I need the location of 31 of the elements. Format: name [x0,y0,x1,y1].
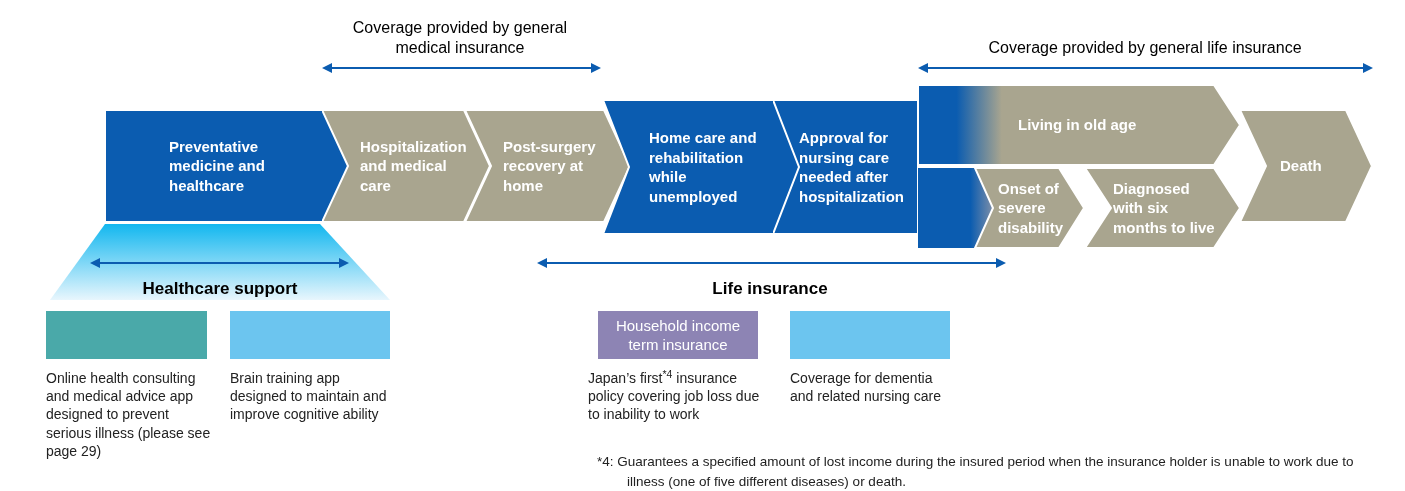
chevron-step [105,110,350,222]
step-label: Living in old age [1018,115,1138,135]
step-label: Home care and rehabilitation while unemployed [649,128,758,206]
description: Coverage for dementia and related nursing care [790,369,942,406]
chevron-step [918,85,1240,165]
product-box [230,311,390,359]
step-label: Preventative medicine and healthcare [169,136,266,196]
step-label: Approval for nursing care needed after hospitalization [799,128,905,206]
coverage-label: Coverage provided by general life insurance [987,38,1303,58]
step-label: Death [1280,156,1323,176]
product-box [46,311,207,359]
coverage-label: Coverage provided by general medical insurance [351,18,569,58]
section-heading: Healthcare support [141,278,299,300]
description: Brain training app designed to maintain and improve cognitive ability [230,369,388,424]
footnote: *4: Guarantees a specified amount of lost income during the insured period when the insurance holder is unable to work due to illness (one of five different diseases) or death. [597,453,1355,491]
chevron-step [773,100,918,234]
step-label: Onset of severe disability [998,178,1065,238]
step-label: Diagnosed with six months to live [1113,178,1216,238]
description: Japan’s first$^{*4}$ insurance policy covering job loss due to inability to work [588,369,761,424]
product-box [790,311,950,359]
product-box: Household income term insurance [598,311,758,359]
chevron-step [465,110,630,222]
step-label: Hospitalization and medical care [360,136,468,196]
chevron-step [1085,168,1240,248]
chevron-step [603,100,800,234]
section-heading: Life insurance [711,278,829,300]
description: Online health consulting and medical advice app designed to prevent serious illness (please see page 29) [46,369,211,460]
chevron-step [918,168,1085,248]
step-label: Post-surgery recovery at home [503,136,597,196]
chevron-step [322,110,490,222]
chevron-step [1240,110,1372,222]
